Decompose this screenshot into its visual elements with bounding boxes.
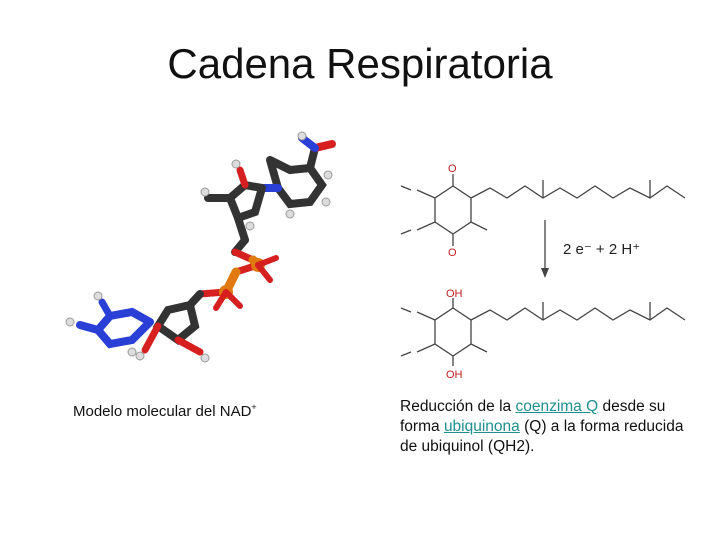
nad-caption: Modelo molecular del NAD+ <box>73 402 257 420</box>
oxo-bottom-label: O <box>448 247 457 259</box>
oxo-top-label: O <box>448 163 457 175</box>
nad-molecule-image <box>65 131 336 363</box>
oh-top-label: OH <box>446 288 463 300</box>
reaction-label: 2 e⁻ + 2 H⁺ <box>563 241 640 258</box>
ubiquinone-caption: Reducción de la coenzima Q desde su form… <box>400 398 684 455</box>
ubiquinone-reduction-image: O O OH OH 2 e⁻ + 2 H⁺ <box>400 163 686 381</box>
oh-bottom-label: OH <box>446 369 463 381</box>
slide-title: Cadena Respiratoria <box>167 40 553 87</box>
ubiquinone-link[interactable]: ubiquinona <box>443 418 520 435</box>
coenzyme-q-link[interactable]: coenzima Q <box>515 398 599 415</box>
